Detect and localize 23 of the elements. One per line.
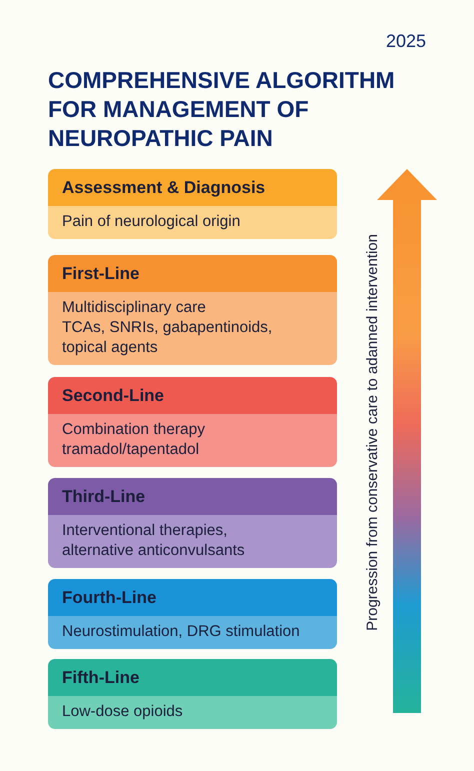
stage-heading: Assessment & Diagnosis xyxy=(48,169,337,206)
title: COMPREHENSIVE ALGORITHM FOR MANAGEMENT OF NEUROPATHIC PAIN xyxy=(48,66,396,153)
stage-card xyxy=(48,478,337,568)
treatment-text: Pain of neurological origin xyxy=(62,212,242,232)
stage-card xyxy=(48,579,337,649)
stage-heading: Fourth-Line xyxy=(48,579,337,616)
treatment-text: Low-dose opioids xyxy=(62,702,184,722)
treatment-text: Combination therapy xyxy=(62,420,206,440)
year-label: 2025 xyxy=(386,30,426,52)
treatment-text: Multidisciplinary care xyxy=(62,298,207,318)
treatment-text: tramadol/tapentadol xyxy=(62,440,200,460)
stage-heading: Third-Line xyxy=(48,478,337,515)
treatment-text: Interventional therapies, alternative anticonvulsants xyxy=(62,521,246,561)
stage-card xyxy=(48,377,337,467)
arrow-label: Progression from conservative care to adanned intervention xyxy=(364,234,382,631)
stage-heading: First-Line xyxy=(48,255,337,292)
stage-card xyxy=(48,659,337,729)
stage-heading: Fifth-Line xyxy=(48,659,337,696)
stage-card xyxy=(48,255,337,365)
treatment-text: Neurostimulation, DRG stimulation xyxy=(62,622,301,642)
stage-heading: Second-Line xyxy=(48,377,337,414)
treatment-text: TCAs, SNRIs, gabapentinoids, topical agents xyxy=(62,318,274,358)
stage-card xyxy=(48,169,337,239)
